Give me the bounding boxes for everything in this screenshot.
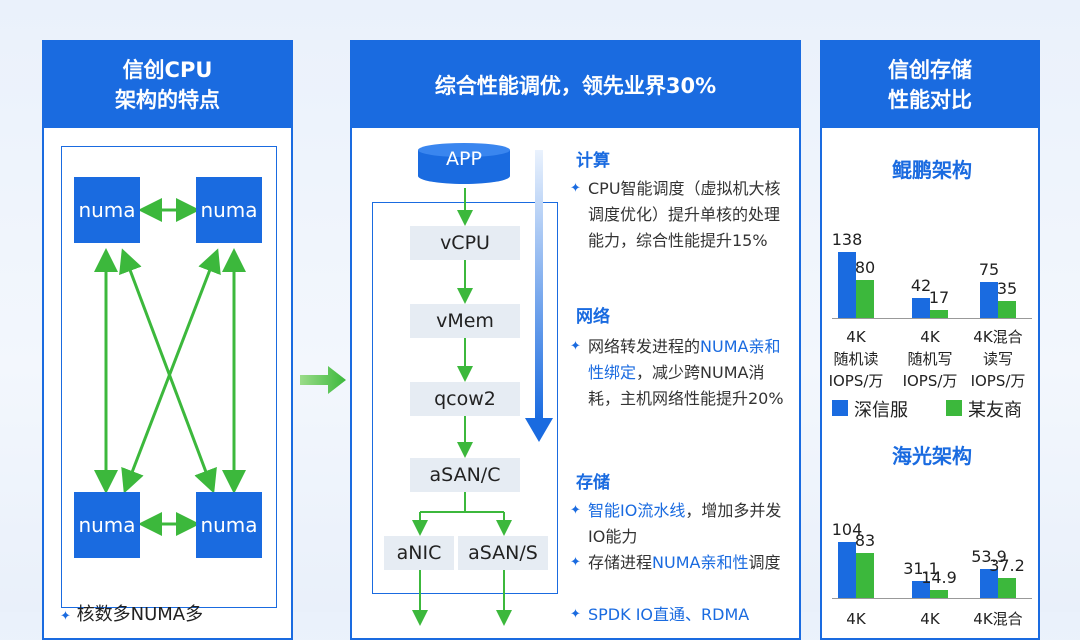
link-diag-2 [121,248,221,494]
value-label-1-1-1: 14.9 [921,567,957,587]
section-title-storage: 存储 [576,473,610,493]
numa-node-top-right: numa [196,177,262,243]
value-label-0-0-0: 138 [831,230,863,249]
category-label-0-0: 4K 随机读 IOPS/万 [828,328,884,390]
numa-diagram-frame [61,146,277,608]
chart-baseline-0 [832,318,1032,319]
stack-anic: aNIC [384,536,454,570]
value-label-0-2-0: 75 [978,260,1000,280]
numa-node-bottom-right: numa [196,492,262,558]
bullet-storage-1: ✦智能IO流水线，增加多并发IO能力 [570,498,796,550]
bullet-compute: ✦CPU智能调度（虚拟机大核调度优化）提升单核的处理能力，综合性能提升15% [570,176,796,254]
cpu-architecture-panel: 信创CPU 架构的特点 numa numa numa numa ✦ 核数多NUM… [42,40,293,640]
cpu-bottom-note: ✦ 核数多NUMA多 [60,604,204,625]
bullet-network: ✦网络转发进程的NUMA亲和性绑定，减少跨NUMA消耗，主机网络性能提升20% [570,334,796,412]
diamond-bullet-icon: ✦ [570,607,581,622]
bar-0-0-1 [856,279,874,318]
stack-vcpu: vCPU [410,226,520,260]
bar-1-1-0 [912,581,930,598]
value-label-1-0-1: 83 [854,531,876,551]
bar-0-1-1 [930,309,948,318]
chart-title-0: 鲲鹏架构 [892,158,972,182]
bar-0-2-1 [998,301,1016,318]
value-label-1-2-0: 53.9 [971,546,1007,566]
diamond-bullet-icon: ✦ [570,339,581,354]
category-label-0-2: 4K混合 读写 IOPS/万 [970,328,1026,390]
legend-label-1: 某友商 [968,400,1022,421]
legend-swatch-1 [946,400,962,416]
stack-qcow2: qcow2 [410,382,520,416]
value-label-0-2-1: 35 [996,279,1018,299]
bar-1-2-0 [980,568,998,598]
legend-swatch-0 [832,400,848,416]
bullet-storage-3: ✦SPDK IO直通、RDMA [570,602,796,628]
category-label-1-2: 4K混合 [973,610,1023,628]
value-label-1-1-0: 31.1 [903,559,939,579]
cpu-panel-title-line1: 信创CPU [122,58,213,82]
cpu-panel-title-line2: 架构的特点 [115,88,220,112]
diamond-bullet-icon: ✦ [570,503,581,518]
legend-label-0: 深信服 [854,400,908,421]
value-label-0-1-1: 17 [928,287,950,307]
storage-panel-title-line2: 性能对比 [888,88,972,112]
bar-1-0-0 [838,542,856,598]
section-title-compute: 计算 [576,151,610,171]
stack-asan-s: aSAN/S [458,536,548,570]
link-diag-1 [119,248,217,494]
chart-title-1: 海光架构 [892,444,972,468]
category-label-1-1: 4K [920,610,940,628]
value-label-0-0-1: 80 [854,257,876,277]
numa-links [94,198,246,536]
performance-tuning-panel: 综合性能调优，领先业界30% APP vCPU [350,40,801,640]
bar-0-0-0 [838,252,856,318]
diamond-bullet-icon: ✦ [570,555,581,570]
cpu-panel-header: 信创CPU 架构的特点 [44,42,291,128]
bullet-storage-2: ✦存储进程NUMA亲和性调度 [570,550,796,576]
numa-node-bottom-left: numa [74,492,140,558]
stack-asan-c: aSAN/C [410,458,520,492]
app-cylinder-icon [418,143,510,184]
numa-node-top-left: numa [74,177,140,243]
flow-arrow-icon [300,366,346,394]
bar-0-1-0 [912,297,930,318]
app-label: APP [446,148,482,170]
value-label-1-2-1: 37.2 [989,555,1025,575]
category-label-1-0: 4K [846,610,866,628]
category-label-0-1: 4K 随机写 IOPS/万 [902,328,958,390]
diamond-bullet-icon: ✦ [60,609,71,624]
section-title-network: 网络 [576,307,610,327]
value-label-1-0-0: 104 [831,520,863,539]
chart-baseline-1 [832,598,1032,599]
diamond-bullet-icon: ✦ [570,181,581,196]
storage-panel-header: 信创存储 性能对比 [822,42,1038,128]
tuning-panel-header: 综合性能调优，领先业界30% [352,42,799,128]
value-label-0-1-0: 42 [910,275,932,295]
tuning-panel-title: 综合性能调优，领先业界30% [434,74,717,98]
bar-0-2-0 [980,282,998,318]
stack-arrows [412,150,553,626]
stack-vmem: vMem [410,304,520,338]
bar-1-2-1 [998,577,1016,598]
storage-panel-title-line1: 信创存储 [888,58,972,82]
bar-1-1-1 [930,589,948,598]
bar-1-0-1 [856,553,874,598]
